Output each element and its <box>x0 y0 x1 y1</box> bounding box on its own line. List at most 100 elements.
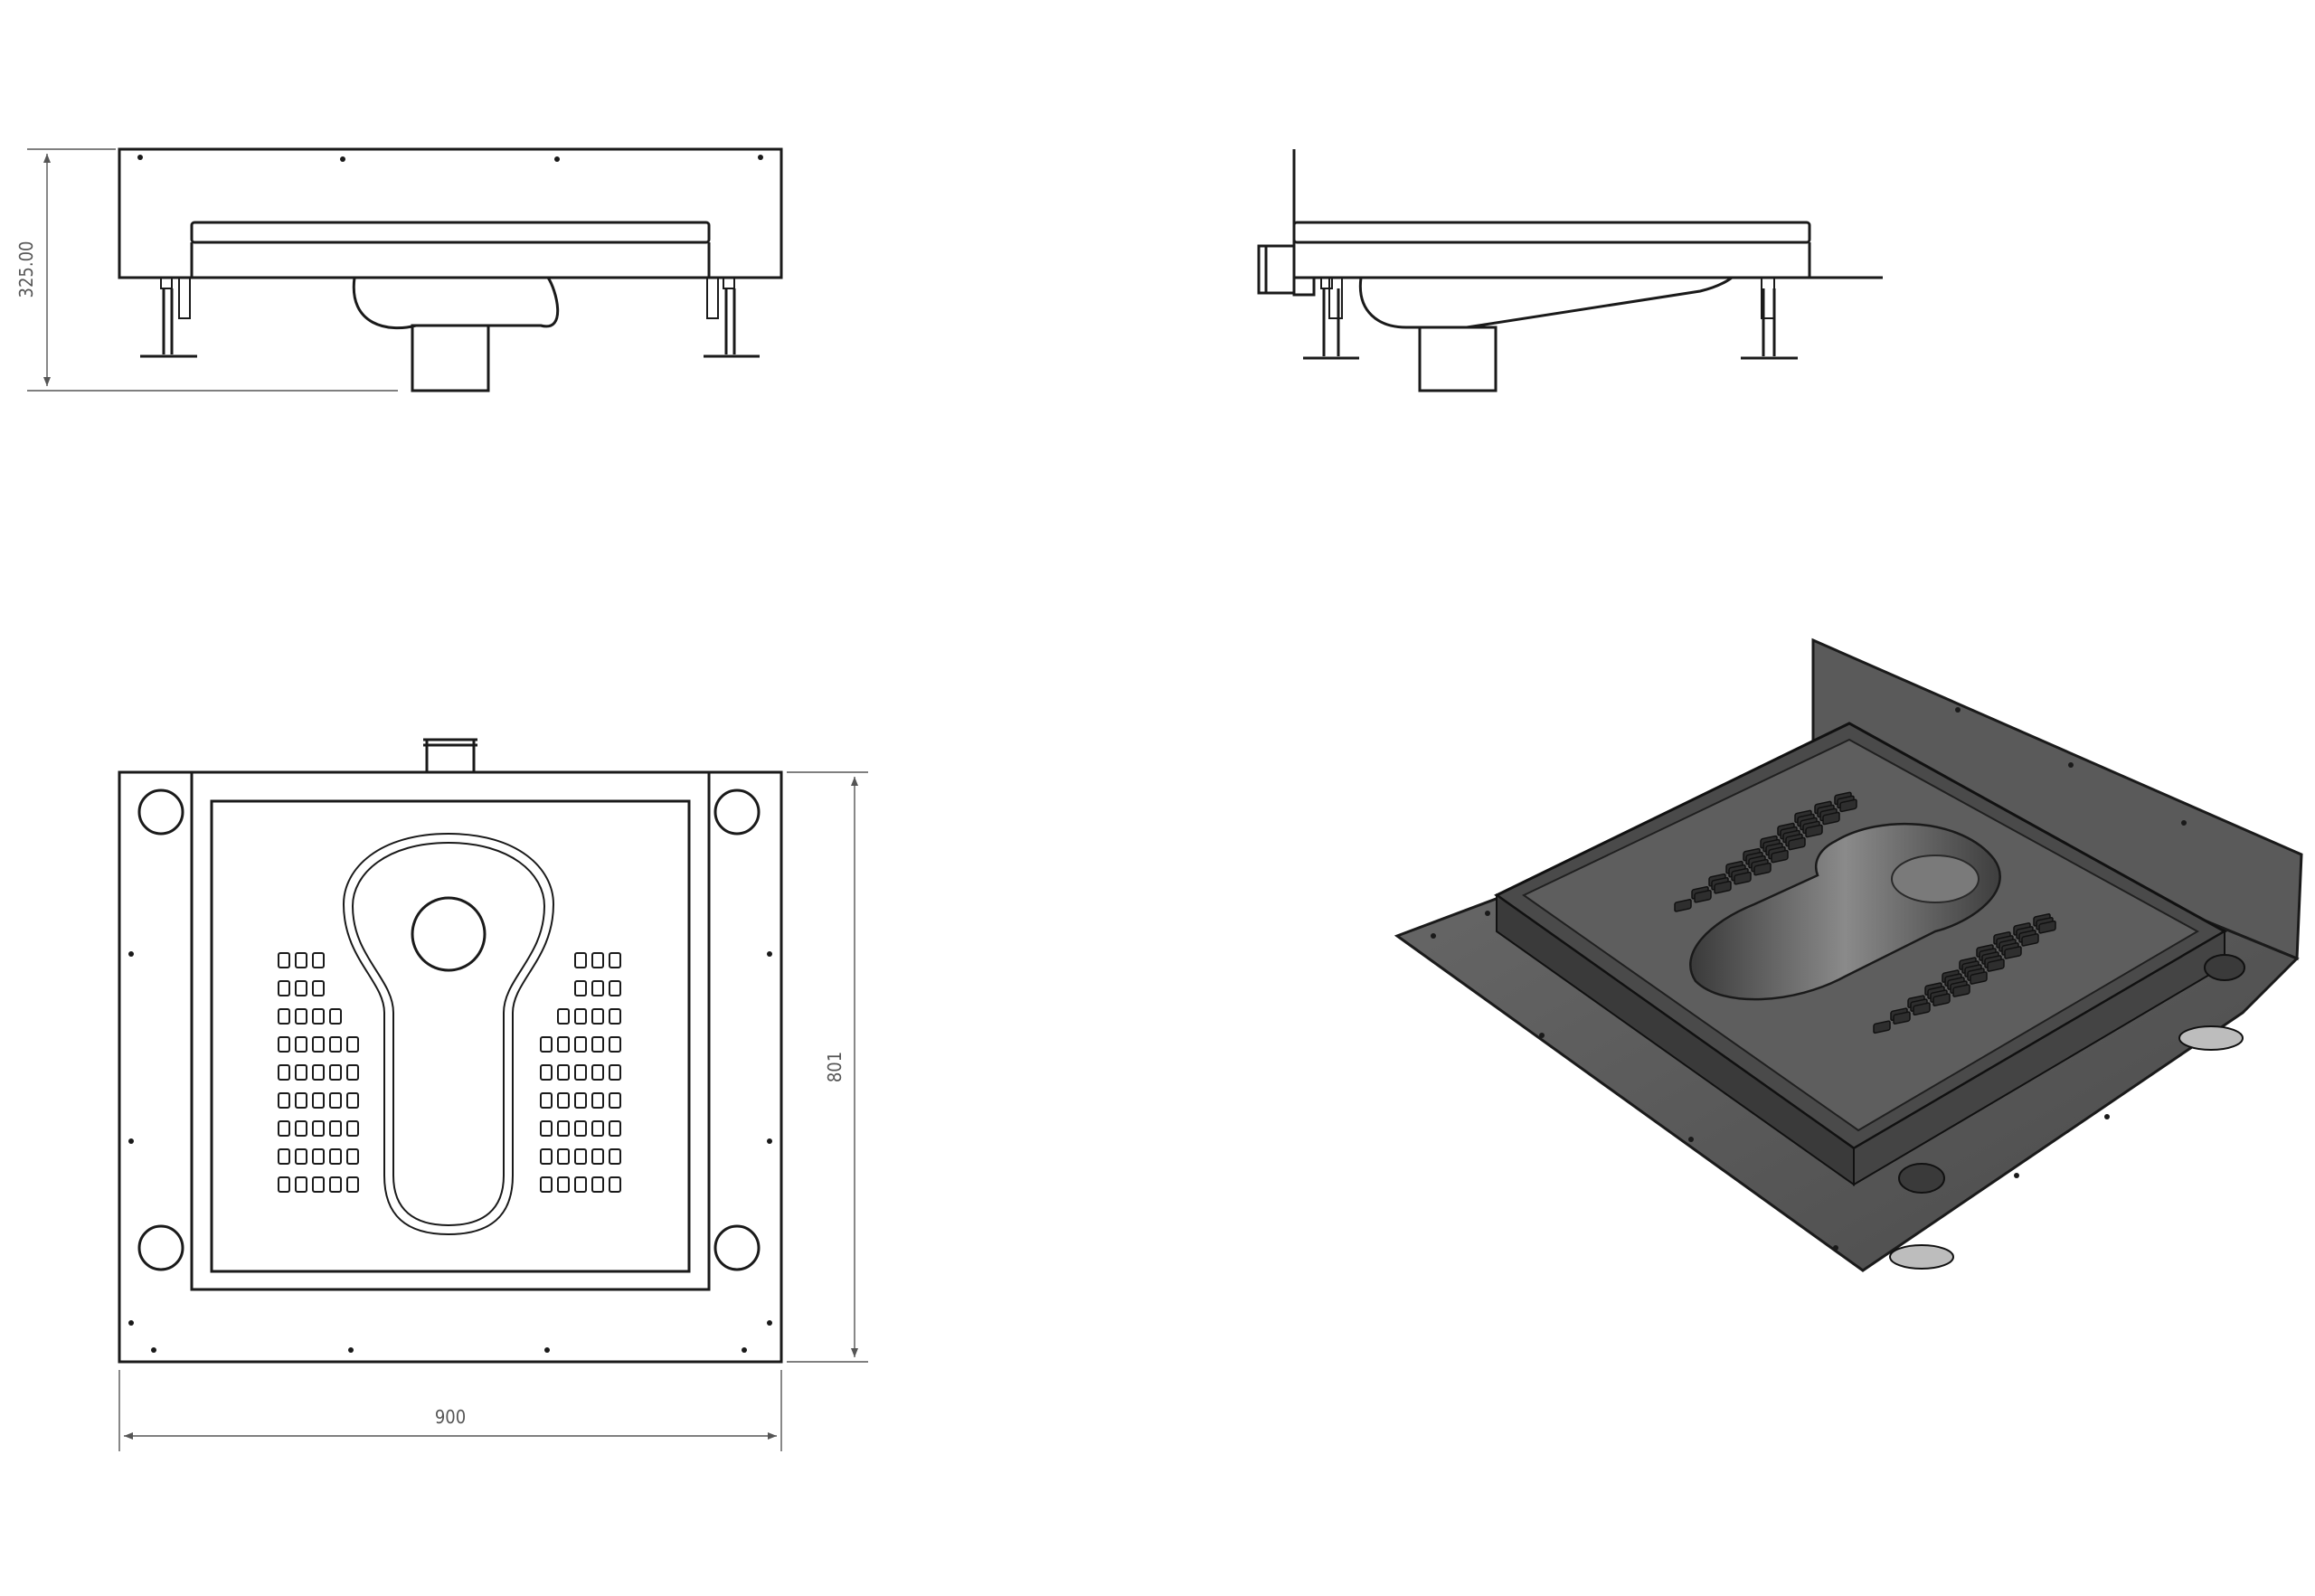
depth-dimension-label: 801 <box>824 1052 846 1082</box>
grip-slot <box>540 1176 553 1193</box>
grip-slot <box>574 1120 587 1137</box>
render-grip-slot <box>2004 946 2022 959</box>
render-grip-slot <box>1805 824 1823 838</box>
grip-slot <box>609 1064 621 1081</box>
grip-slot <box>329 1008 342 1025</box>
grip-slot <box>278 980 290 996</box>
render-grip-slot <box>1788 836 1806 851</box>
grip-slot <box>540 1120 553 1137</box>
render-grip-slot <box>2021 933 2039 947</box>
render-grip-slot <box>1771 849 1789 864</box>
grip-slot <box>591 1036 604 1053</box>
grip-slot <box>346 1120 359 1137</box>
grip-slot <box>540 1064 553 1081</box>
grip-slot <box>312 1176 325 1193</box>
grip-slot <box>312 1148 325 1165</box>
grip-slot <box>329 1064 342 1081</box>
grip-slot <box>540 1092 553 1109</box>
leveling-foot-right <box>704 277 760 358</box>
leveling-foot-left <box>140 277 197 358</box>
render-grip-slot <box>1714 880 1732 894</box>
grip-slot <box>329 1176 342 1193</box>
grip-slot <box>278 1092 290 1109</box>
grip-slot <box>295 1176 307 1193</box>
grip-slot <box>295 1120 307 1137</box>
grip-slot <box>574 1092 587 1109</box>
plan-view: 801 900 <box>118 738 868 1451</box>
isometric-render-view <box>1394 637 2303 1272</box>
grip-slots-right <box>540 952 621 1193</box>
grip-slot <box>312 1092 325 1109</box>
grip-slot <box>329 1092 342 1109</box>
front-elevation-view: 325.00 <box>15 147 783 392</box>
grip-slot <box>609 1176 621 1193</box>
render-grip-slots-front <box>1873 913 2056 1034</box>
render-grip-slot <box>1839 798 1857 813</box>
grip-slot <box>278 1176 290 1193</box>
grip-slot <box>591 1092 604 1109</box>
grip-slot <box>609 1008 621 1025</box>
render-grip-slot <box>2038 920 2056 934</box>
grip-slot <box>609 1092 621 1109</box>
grip-slot <box>295 1064 307 1081</box>
grip-slot <box>312 952 325 968</box>
render-grip-slot <box>1734 871 1752 885</box>
grip-slots-left <box>278 952 359 1193</box>
squat-pan-outline <box>342 832 555 1236</box>
render-grip-slot <box>1893 1011 1911 1025</box>
grip-slot <box>329 1148 342 1165</box>
grip-slot <box>312 1064 325 1081</box>
render-grip-slot <box>1674 899 1692 912</box>
grip-slot <box>540 1036 553 1053</box>
grip-slot <box>574 1064 587 1081</box>
grip-slot <box>609 1036 621 1053</box>
grip-slot <box>295 1148 307 1165</box>
height-dimension-label: 325.00 <box>15 241 37 298</box>
side-foot-left <box>1303 277 1359 360</box>
grip-slot <box>557 1036 570 1053</box>
width-dimension: 900 <box>118 1370 782 1451</box>
grip-slot <box>295 1092 307 1109</box>
grip-slot <box>278 952 290 968</box>
grip-slot <box>574 1008 587 1025</box>
render-grip-slot <box>1932 993 1951 1006</box>
grip-slot <box>609 980 621 996</box>
render-grip-slot <box>1753 862 1772 876</box>
grip-slot <box>329 1120 342 1137</box>
grip-slot <box>278 1064 290 1081</box>
side-elevation-view <box>1257 149 1883 392</box>
grip-slot <box>591 1176 604 1193</box>
squat-bowl <box>1689 822 2001 1001</box>
grip-slot <box>591 1064 604 1081</box>
render-grip-slot <box>1822 811 1840 826</box>
grip-slot <box>557 1064 570 1081</box>
grip-slot <box>329 1036 342 1053</box>
render-grip-slot <box>1987 959 2005 972</box>
grip-slot <box>295 1008 307 1025</box>
height-dimension: 325.00 <box>15 148 398 392</box>
grip-slot <box>574 980 587 996</box>
grip-slot <box>295 1036 307 1053</box>
grip-slot <box>278 1036 290 1053</box>
grip-slot <box>312 1008 325 1025</box>
grip-slot <box>591 1120 604 1137</box>
grip-slot <box>609 1148 621 1165</box>
grip-slot <box>609 952 621 968</box>
grip-slot <box>346 1064 359 1081</box>
width-dimension-label: 900 <box>435 1406 466 1428</box>
grip-slot <box>574 952 587 968</box>
grip-slot <box>574 1148 587 1165</box>
grip-slot <box>278 1120 290 1137</box>
grip-slot <box>557 1120 570 1137</box>
render-grip-slot <box>1913 1002 1931 1016</box>
grip-slot <box>312 1036 325 1053</box>
grip-slot <box>295 952 307 968</box>
render-grip-slot <box>1970 971 1988 985</box>
grip-slot <box>346 1092 359 1109</box>
grip-slot <box>557 1008 570 1025</box>
grip-slot <box>591 1148 604 1165</box>
depth-dimension: 801 <box>787 771 868 1363</box>
grip-slot <box>574 1176 587 1193</box>
render-grip-slots-back <box>1674 791 1857 912</box>
